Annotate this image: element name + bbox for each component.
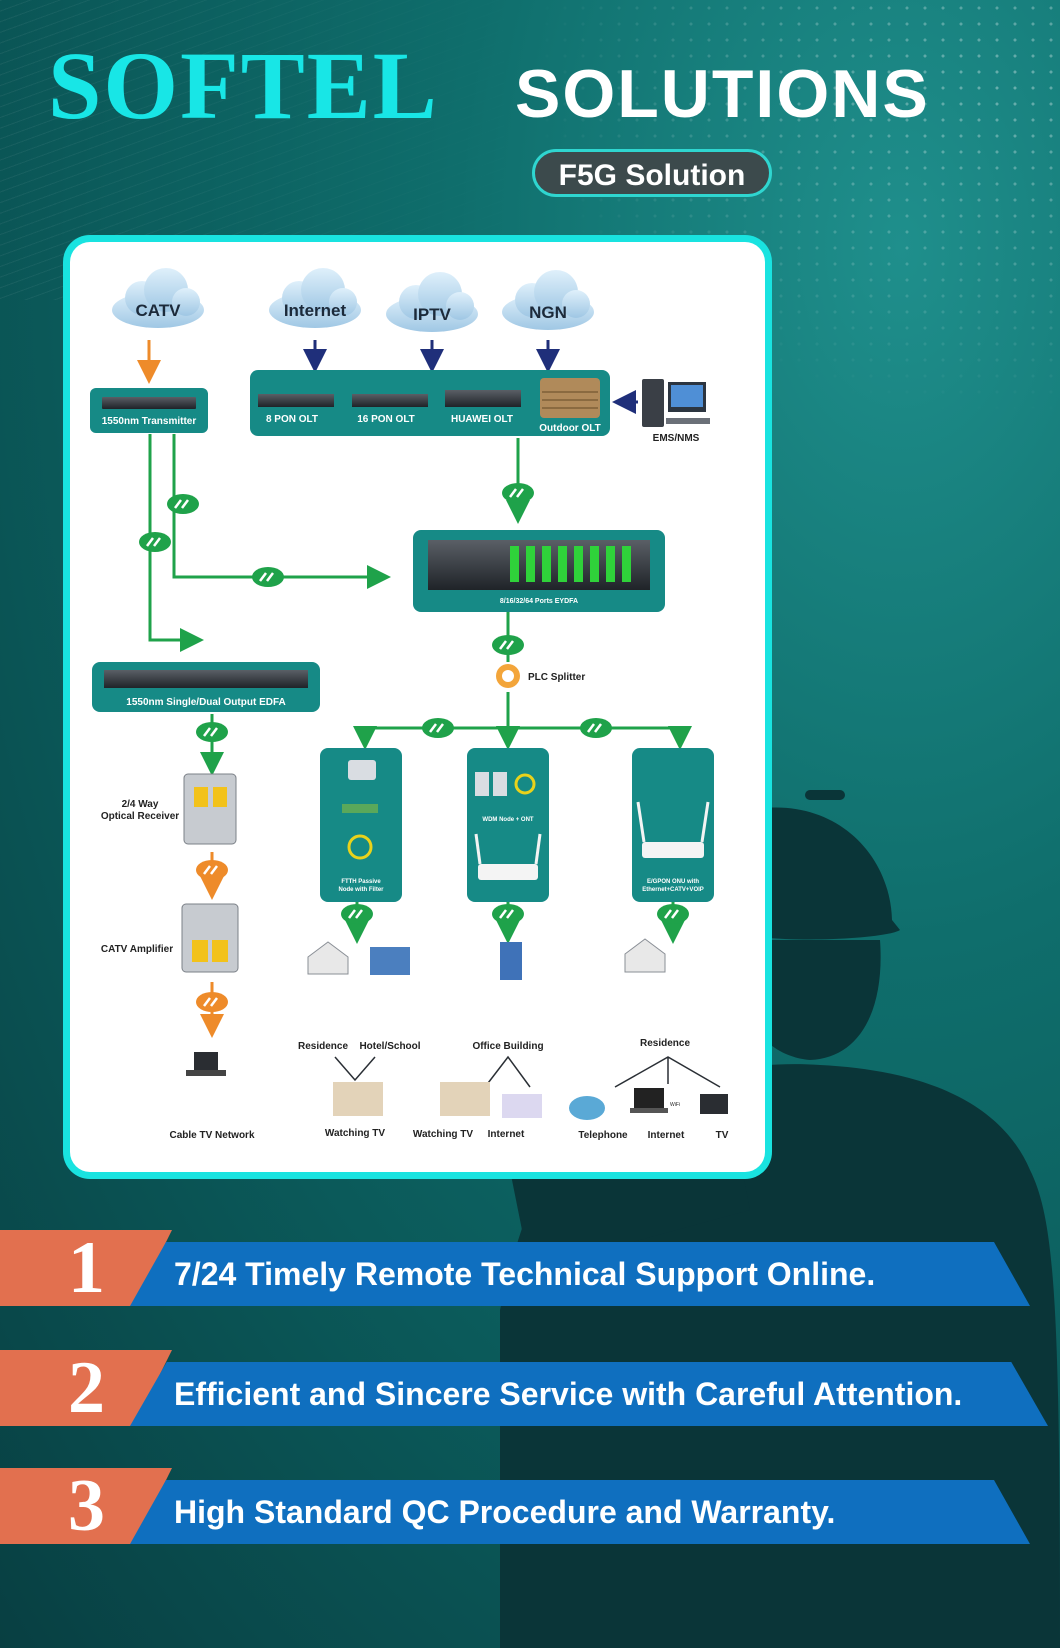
wifi-label: WiFi: [670, 1102, 680, 1108]
receiver-label: Optical Receiver: [101, 811, 179, 822]
cloud-label: NGN: [529, 303, 567, 322]
cloud-label: CATV: [135, 301, 181, 320]
step-row: 2 Efficient and Sincere Service with Car…: [0, 1350, 1060, 1428]
signal-amplifier-icon: [580, 718, 612, 738]
eydfa-port: [542, 546, 551, 582]
site-label: Residence: [298, 1041, 348, 1052]
onu-box: E/GPON ONU with Ethernet+CATV+VOIP: [632, 748, 714, 902]
signal-amplifier-icon: [139, 532, 171, 552]
eydfa-label: 8/16/32/64 Ports EYDFA: [500, 598, 578, 605]
signal-amplifier-icon: [502, 483, 534, 503]
node-caption: FTTH Passive: [341, 879, 381, 885]
uplink-arrows: [137, 340, 638, 414]
amplifier-label: CATV Amplifier: [101, 944, 173, 955]
signal-amplifier-icon: [167, 494, 199, 514]
catv-amplifier: CATV Amplifier: [101, 903, 239, 973]
site-label: Office Building: [472, 1041, 543, 1052]
step-row: 3 High Standard QC Procedure and Warrant…: [0, 1468, 1060, 1546]
endpoints: WiFi Watching TV Watching TV Internet Te…: [325, 1082, 729, 1141]
olt-label: HUAWEI OLT: [451, 414, 513, 425]
olt-rack: 8 PON OLT 16 PON OLT HUAWEI OLT Outdoor …: [250, 370, 610, 436]
plc-splitter: PLC Splitter: [496, 664, 585, 688]
f5g-network-diagram: CATV Internet IPTV NGN 1550nm Transmitter 8…: [90, 268, 729, 1141]
brand-logo: SOFTEL: [48, 32, 439, 139]
step-text: High Standard QC Procedure and Warranty.: [130, 1480, 1030, 1544]
olt-label: Outdoor OLT: [539, 423, 600, 434]
signal-amplifier-icon: [492, 635, 524, 655]
cloud-catv: CATV: [112, 268, 204, 328]
olt-label: 8 PON OLT: [266, 414, 318, 425]
step-number: 3: [0, 1468, 172, 1544]
plc-splitter-label: PLC Splitter: [528, 672, 585, 683]
signal-amplifier-icon: [657, 904, 689, 924]
endpoint-label: Telephone: [578, 1130, 628, 1141]
endpoint-connectors: [334, 1055, 721, 1088]
signal-amplifier-icon: [196, 860, 228, 880]
transmitter-box: 1550nm Transmitter: [90, 388, 208, 433]
eydfa-port: [590, 546, 599, 582]
step-text: Efficient and Sincere Service with Caref…: [130, 1362, 1048, 1426]
step-text: 7/24 Timely Remote Technical Support Onl…: [130, 1242, 1030, 1306]
endpoint-label: Watching TV: [325, 1128, 386, 1139]
cloud-iptv: IPTV: [386, 272, 478, 332]
endpoint-label: Watching TV: [413, 1129, 474, 1140]
node-caption: E/GPON ONU with: [647, 879, 699, 885]
endpoint-label: Internet: [488, 1129, 525, 1140]
ftth-node-box: FTTH Passive Node with Filter: [320, 748, 402, 902]
ems-label: EMS/NMS: [653, 433, 700, 444]
eydfa-port: [574, 546, 583, 582]
signal-amplifier-icon: [196, 992, 228, 1012]
eydfa-port: [526, 546, 535, 582]
step-row: 1 7/24 Timely Remote Technical Support O…: [0, 1230, 1060, 1308]
signal-amplifier-icon: [341, 904, 373, 924]
wdm-node-box: WDM Node + ONT: [467, 748, 549, 902]
sites: Residence Hotel/School Office Building R…: [298, 938, 690, 1052]
cable-tv-network: Cable TV Network: [169, 1052, 255, 1141]
node-caption: Ethernet+CATV+VOIP: [642, 887, 704, 893]
node-caption: Node with Filter: [339, 887, 385, 893]
optical-receiver: 2/4 Way Optical Receiver: [101, 773, 237, 845]
cloud-label: Internet: [284, 301, 347, 320]
solution-badge: F5G Solution: [532, 149, 772, 197]
network-diagram-panel: CATV Internet IPTV NGN 1550nm Transmitter 8…: [70, 242, 765, 1172]
site-label: Hotel/School: [359, 1041, 420, 1052]
cloud-ngn: NGN: [502, 270, 594, 330]
signal-amplifier-icon: [196, 722, 228, 742]
eydfa-port: [558, 546, 567, 582]
endpoint-label: TV: [716, 1130, 729, 1141]
signal-amplifier-icon: [252, 567, 284, 587]
edfa-label: 1550nm Single/Dual Output EDFA: [126, 697, 285, 708]
signal-amplifier-icon: [492, 904, 524, 924]
page-title: SOLUTIONS: [515, 56, 930, 132]
eydfa-port: [622, 546, 631, 582]
receiver-label: 2/4 Way: [122, 799, 159, 810]
cloud-internet: Internet: [269, 268, 361, 328]
signal-amplifier-icon: [422, 718, 454, 738]
eydfa-port: [510, 546, 519, 582]
eydfa-port: [606, 546, 615, 582]
cable-tv-label: Cable TV Network: [169, 1130, 254, 1141]
eydfa-box: 8/16/32/64 Ports EYDFA: [413, 530, 665, 612]
cloud-label: IPTV: [413, 305, 451, 324]
ems-nms-computer: EMS/NMS: [642, 379, 710, 444]
node-caption: WDM Node + ONT: [482, 817, 533, 823]
edfa-box: 1550nm Single/Dual Output EDFA: [92, 662, 320, 712]
transmitter-label: 1550nm Transmitter: [102, 416, 197, 427]
endpoint-label: Internet: [648, 1130, 685, 1141]
olt-label: 16 PON OLT: [357, 414, 415, 425]
site-label: Residence: [640, 1038, 690, 1049]
